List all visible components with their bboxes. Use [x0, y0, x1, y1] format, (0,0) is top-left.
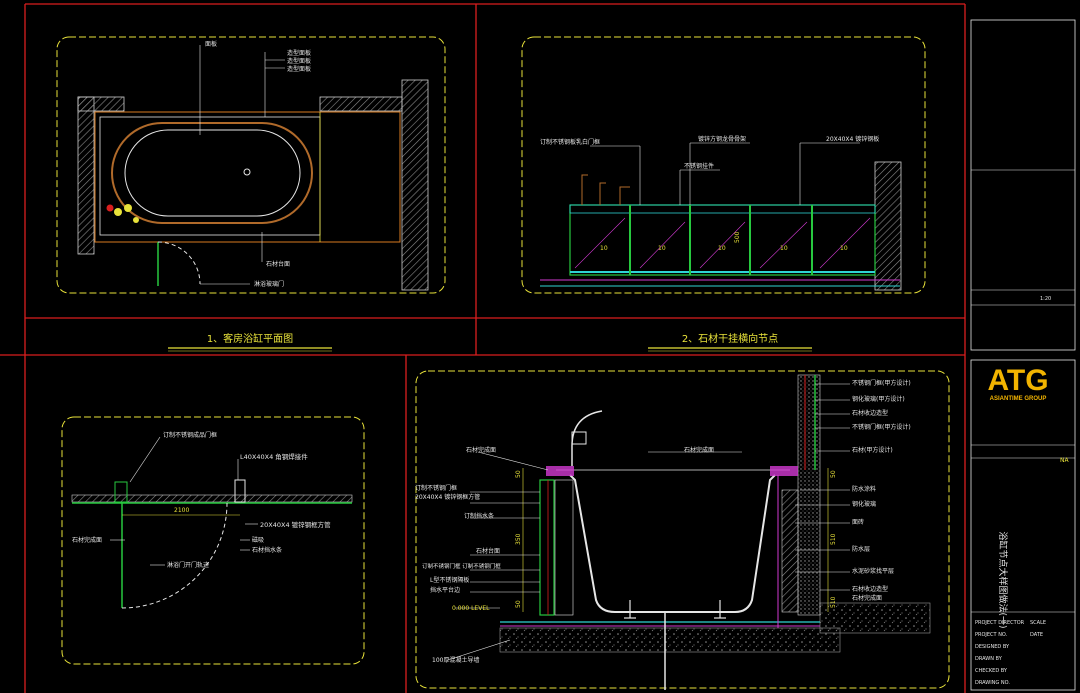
section-dim-0: 50: [515, 470, 522, 478]
section-left-4: 石材台面: [476, 547, 500, 555]
section-right-3: 不锈钢门框(甲方设计): [852, 423, 911, 431]
section-dim-2: 50: [515, 600, 522, 608]
stone-node-view: 10 10 10 10 10 500 订制不锈钢板乳白门框 镀锌方钢龙骨骨架 2…: [521, 36, 926, 294]
stone-label-3: 不锈钢挂件: [684, 162, 714, 170]
stone-dim-2: 10: [718, 245, 726, 252]
section-top-0: 石材完成面: [684, 446, 714, 454]
detail3-label-3: 20X40X4 镀锌钢框方管: [260, 520, 331, 529]
section-dim-3: 510: [830, 533, 837, 545]
plan-label-3: 造型面板: [287, 65, 311, 73]
field-1: PROJECT NO.: [975, 632, 1008, 638]
stone-title-text: 2、石材干挂横向节点: [682, 332, 778, 345]
section-dim-4: 50: [830, 470, 837, 478]
title-small-code-0: NA: [1060, 457, 1069, 464]
section-left-1: 订制不锈钢门框: [415, 484, 457, 492]
field-2: DESIGNED BY: [975, 644, 1010, 650]
plan-label-5: 淋浴玻璃门: [254, 280, 284, 288]
section-right-4: 石材(甲方设计): [852, 446, 893, 454]
section-left-2: 20X40X4 镀锌钢框方管: [415, 493, 480, 501]
section-left-5: 订制不锈钢门框 订制不锈钢门框: [422, 562, 501, 570]
stone-label-0: 订制不锈钢板乳白门框: [540, 138, 600, 146]
section-right-1: 钢化玻璃(甲方设计): [852, 395, 905, 403]
detail3-dim: 2100: [174, 507, 189, 514]
detail3-label-0: 订制不锈钢成品门框: [163, 431, 217, 439]
detail3-label-4: 磁吸: [252, 536, 264, 544]
door-detail-view: 2100 订制不锈钢成品门框 L40X40X4 角钢焊接件 石材完成面 20X4…: [61, 416, 365, 665]
drawing-title: 浴缸节点大样图做法(一): [997, 531, 1009, 628]
plan-label-4: 石材台面: [266, 260, 290, 268]
bathtub-plan-view: 面板 造型面板 造型面板 造型面板 石材台面 淋浴玻璃门: [56, 36, 446, 294]
section-left-3: 订制挡水条: [464, 512, 494, 520]
section-right-9: 水泥砂浆找平层: [852, 567, 894, 575]
section-left-7: 挡水平台边: [430, 586, 460, 594]
sheet-frame: [0, 3, 966, 693]
section-right-0: 不锈钢门框(甲方设计): [852, 379, 911, 387]
stone-dim-5: 500: [734, 231, 741, 243]
stone-dim-3: 10: [780, 245, 788, 252]
field-3: DRAWN BY: [975, 656, 1003, 662]
plan-title-text: 1、客房浴缸平面图: [207, 332, 293, 345]
section-dim-1: 350: [515, 533, 522, 545]
field-7: DATE: [1030, 632, 1043, 638]
title-block: ATG ASIANTIME GROUP NA 浴缸节点大样图做法(一) PROJ…: [970, 19, 1076, 691]
section-dim-5: 510: [830, 596, 837, 608]
bathtub-section-view: 50 350 50 510 50 510 石材完成面 订制不锈钢门框 20X40…: [415, 370, 950, 690]
section-left-0: 石材完成面: [466, 446, 496, 454]
stone-dim-0: 10: [600, 245, 608, 252]
title-small-code-1: 1:20: [1040, 296, 1051, 302]
detail3-label-1: L40X40X4 角钢焊接件: [240, 452, 308, 461]
plan-label-2: 造型面板: [287, 57, 311, 65]
field-4: CHECKED BY: [975, 668, 1008, 674]
section-right-10: 石材收边造型: [852, 585, 888, 593]
field-0: PROJECT DIRECTOR: [975, 620, 1025, 626]
section-right-6: 钢化玻璃: [852, 500, 876, 508]
company-logo-sub: ASIANTIME GROUP: [990, 396, 1047, 402]
company-logo: ATG: [987, 364, 1048, 397]
section-left-8: 0.000 LEVEL: [452, 605, 490, 612]
field-6: SCALE: [1030, 620, 1046, 626]
section-right-7: 面砖: [852, 518, 864, 526]
section-right-5: 防水涂料: [852, 485, 876, 493]
stone-dim-4: 10: [840, 245, 848, 252]
field-5: DRAWING NO.: [975, 680, 1010, 686]
section-left-9: 100厚混凝土导墙: [432, 656, 479, 664]
section-right-2: 石材收边造型: [852, 409, 888, 417]
section-right-8: 防水层: [852, 545, 870, 553]
detail3-label-2: 石材完成面: [72, 536, 102, 544]
plan-title: 1、客房浴缸平面图: [168, 332, 332, 352]
stone-dim-1: 10: [658, 245, 666, 252]
section-right-11: 石材完成面: [852, 594, 882, 602]
stone-label-1: 镀锌方钢龙骨骨架: [698, 135, 746, 143]
plan-label-0: 面板: [205, 40, 217, 48]
plan-label-1: 造型面板: [287, 49, 311, 57]
section-left-6: L型不锈钢隔板: [430, 576, 469, 584]
stone-node-title: 2、石材干挂横向节点: [648, 332, 812, 352]
detail3-label-5: 石材挡水条: [252, 546, 282, 554]
detail3-label-6: 淋浴门开门轨迹: [167, 561, 209, 569]
stone-label-2: 20X40X4 镀锌钢板: [826, 135, 879, 143]
